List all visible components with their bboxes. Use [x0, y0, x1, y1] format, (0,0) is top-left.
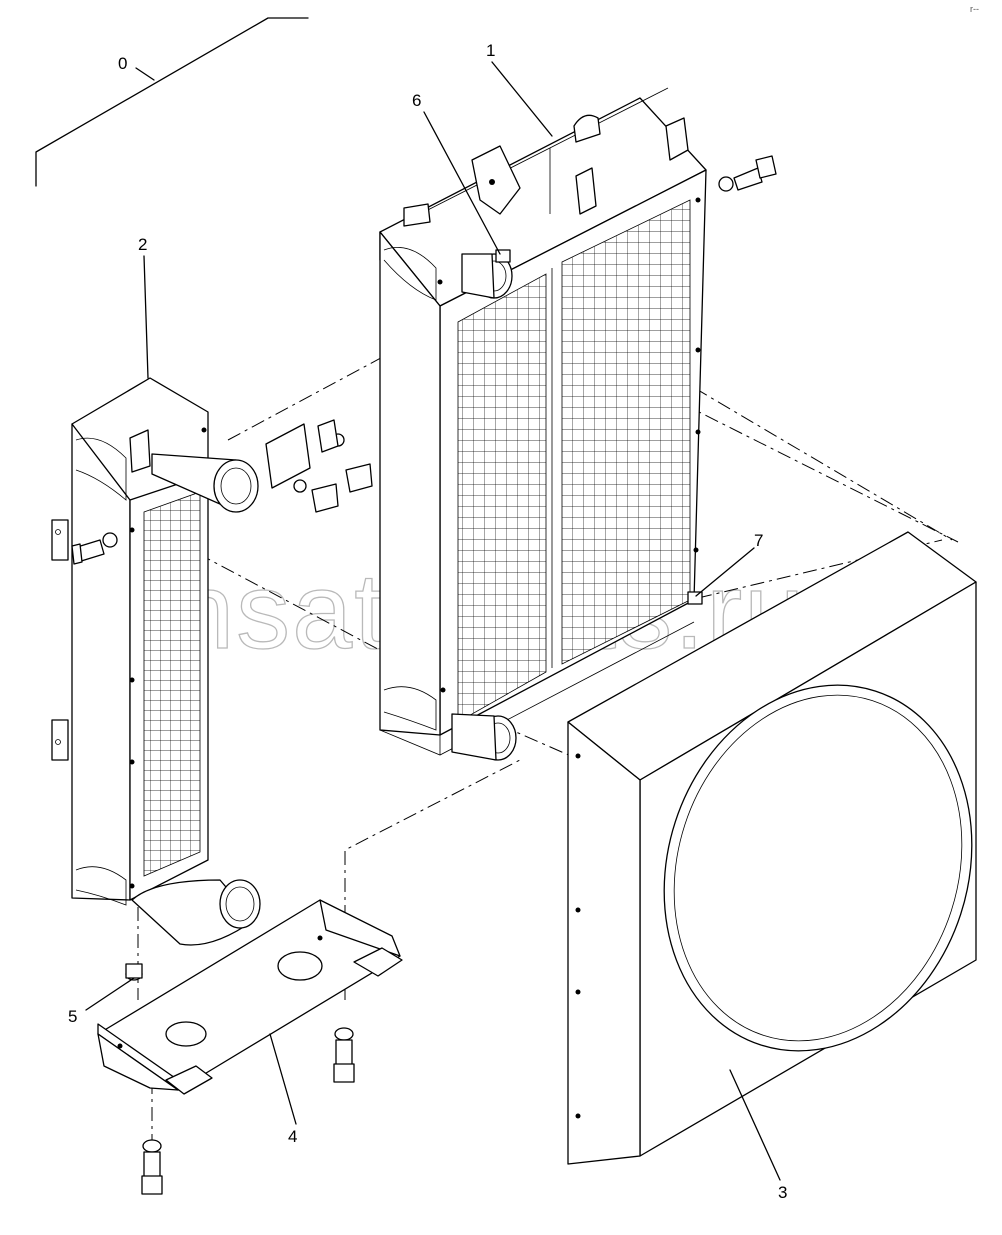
callout-leaders	[85, 61, 781, 1181]
callout-4: 4	[288, 1127, 297, 1146]
radiator	[379, 87, 777, 761]
drain-plug-7	[687, 591, 703, 605]
callout-6: 6	[412, 91, 421, 110]
callout-5: 5	[68, 1007, 77, 1026]
callout-3: 3	[778, 1183, 787, 1202]
callout-0: 0	[118, 54, 127, 73]
corner-mark: r--	[970, 4, 979, 14]
bracket-bolt-left	[141, 1139, 163, 1195]
group-bracket-0	[35, 17, 309, 187]
fan-shroud	[567, 531, 977, 1165]
oil-cooler	[51, 377, 261, 946]
callout-1: 1	[486, 41, 495, 60]
callout-2: 2	[138, 235, 147, 254]
clamp-plate	[265, 419, 373, 513]
bracket-bolt-right	[333, 1027, 355, 1083]
callout-7: 7	[754, 531, 763, 550]
support-bracket	[97, 899, 403, 1095]
